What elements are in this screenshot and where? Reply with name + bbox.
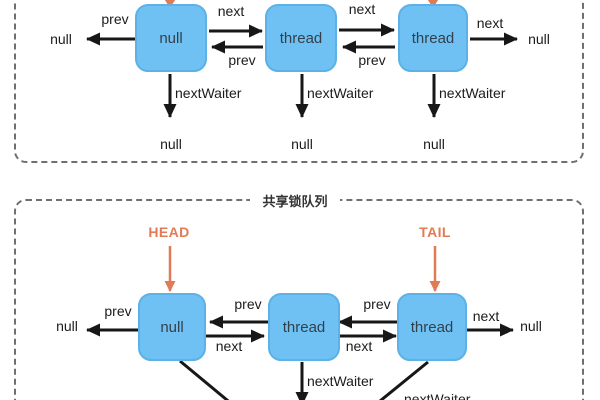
next-waiter-label: nextWaiter xyxy=(439,85,506,101)
head-pointer-label: HEAD xyxy=(148,224,190,240)
next-waiter-label: nextWaiter xyxy=(175,85,242,101)
null-terminal: null xyxy=(160,136,182,152)
exclusive-queue-box xyxy=(14,0,584,163)
next-label: next xyxy=(476,15,504,31)
next-waiter-label: nextWaiter xyxy=(307,85,374,101)
next-label: next xyxy=(217,3,245,19)
null-terminal: null xyxy=(423,136,445,152)
prev-label: prev xyxy=(104,303,132,319)
prev-label: prev xyxy=(363,296,391,312)
next-waiter-label: nextWaiter xyxy=(404,391,471,400)
shared-queue-title: 共享锁队列 xyxy=(250,190,340,211)
queue-node: thread xyxy=(268,293,340,361)
null-terminal: null xyxy=(56,318,78,334)
null-terminal: null xyxy=(291,136,313,152)
queue-node: thread xyxy=(265,4,337,72)
prev-label: prev xyxy=(101,11,129,27)
prev-label: prev xyxy=(234,296,262,312)
next-label: next xyxy=(348,1,376,17)
tail-pointer-label: TAIL xyxy=(419,224,451,240)
next-label: next xyxy=(472,308,500,324)
prev-label: prev xyxy=(358,52,386,68)
queue-node: null xyxy=(135,4,207,72)
null-terminal: null xyxy=(520,318,542,334)
queue-node: null xyxy=(138,293,206,361)
queue-node: thread xyxy=(398,4,468,72)
queue-node: thread xyxy=(397,293,467,361)
next-label: next xyxy=(215,338,243,354)
prev-label: prev xyxy=(228,52,256,68)
next-label: next xyxy=(345,338,373,354)
null-terminal: null xyxy=(528,31,550,47)
next-waiter-label: nextWaiter xyxy=(307,373,374,389)
null-terminal: null xyxy=(50,31,72,47)
